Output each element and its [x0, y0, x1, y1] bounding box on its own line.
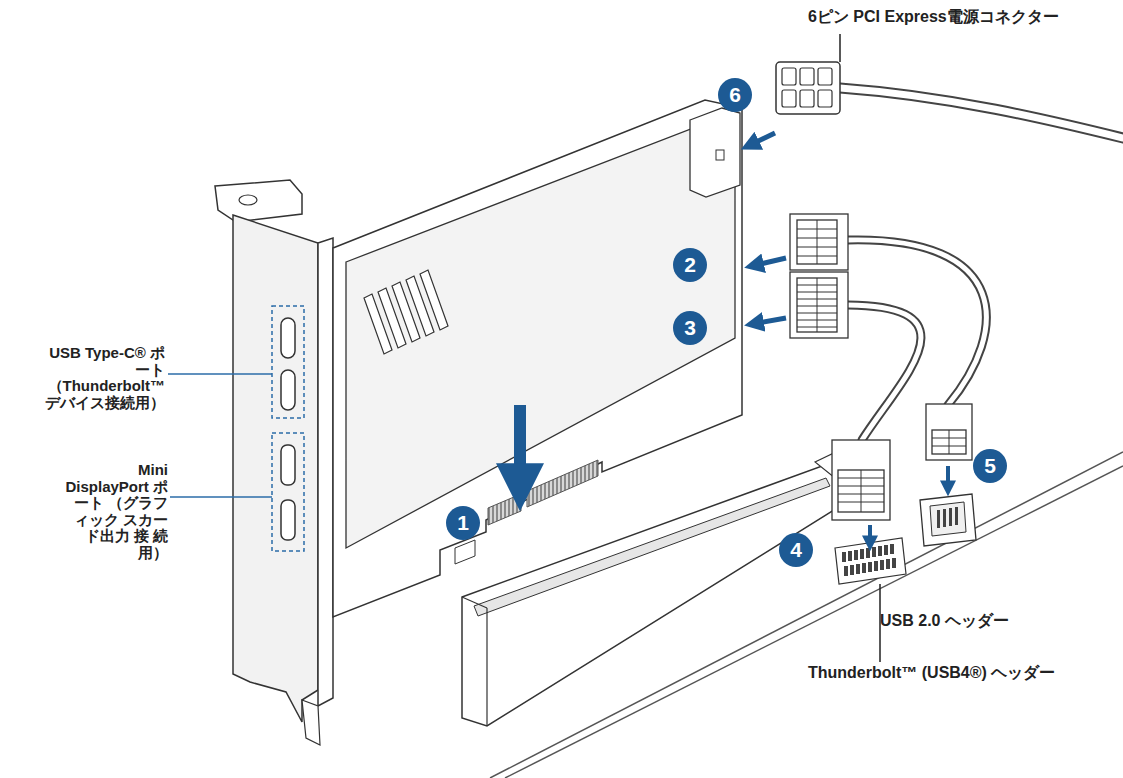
- callout-number: 2: [673, 248, 707, 282]
- callout-number: 3: [673, 311, 707, 345]
- callout-number: 6: [718, 78, 752, 112]
- thunderbolt-card: [333, 100, 742, 617]
- install-arrows: [520, 133, 948, 545]
- callout-number: 4: [779, 533, 813, 567]
- bracket: [168, 180, 333, 745]
- port-label: Mini DisplayPort ポート （グラフィック スカード出力 接 続用…: [64, 462, 168, 561]
- callout-number: 5: [973, 449, 1007, 483]
- header-plugs: [790, 214, 972, 520]
- header-label: USB 2.0 ヘッダー: [880, 612, 1009, 630]
- port-label: USB Type-C® ポート （Thunderbolt™ デバイス接続用）: [37, 345, 165, 411]
- connector-label: 6ピン PCI Express電源コネクター: [808, 8, 1059, 26]
- cables: [840, 88, 1123, 440]
- usb4-header: [835, 538, 906, 662]
- usb2-header: [920, 494, 976, 546]
- power-plug: [776, 34, 840, 114]
- header-label: Thunderbolt™ (USB4®) ヘッダー: [808, 664, 1055, 682]
- callout-number: 1: [446, 506, 480, 540]
